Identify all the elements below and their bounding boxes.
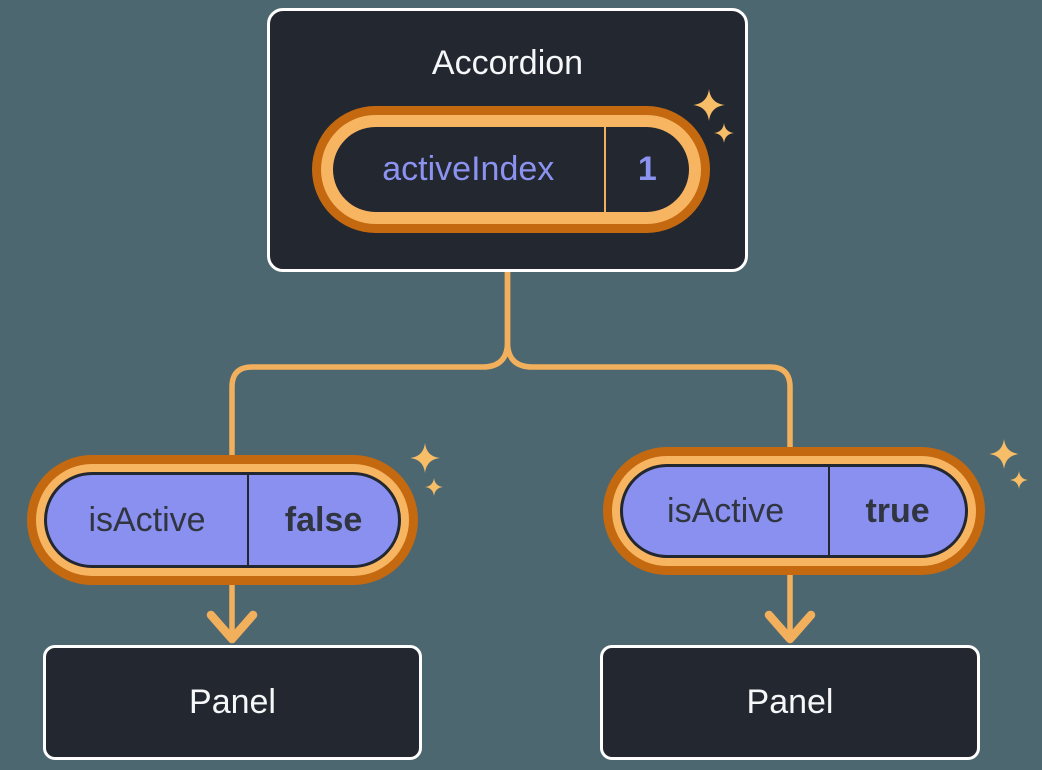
prop-pill-right-ring: isActive true xyxy=(612,456,976,566)
sparkle-icon-large xyxy=(410,443,440,473)
prop-name-label-left: isActive xyxy=(88,500,206,539)
panel-left-label: Panel xyxy=(189,683,276,721)
panel-right: Panel xyxy=(600,645,980,760)
state-value-label: 1 xyxy=(603,127,689,212)
arrow-down-left-icon xyxy=(206,610,258,644)
panel-left: Panel xyxy=(43,645,422,760)
sparkle-icon-small xyxy=(1010,471,1028,489)
sparkle-icon-small xyxy=(425,478,443,496)
prop-value-label-left: false xyxy=(247,475,398,565)
accordion-title: Accordion xyxy=(431,44,584,82)
accordion-card: Accordion activeIndex 1 xyxy=(267,8,748,272)
prop-pill-right-body: isActive true xyxy=(620,464,968,558)
prop-value-label-right: true xyxy=(828,467,965,555)
state-name-label: activeIndex xyxy=(382,150,555,188)
connector-line-right xyxy=(504,269,793,636)
prop-pill-left: isActive false xyxy=(27,455,418,585)
state-pill: activeIndex 1 xyxy=(312,106,710,233)
prop-name-label-right: isActive xyxy=(667,491,785,530)
sparkle-icon-large xyxy=(693,89,725,121)
state-pill-ring: activeIndex 1 xyxy=(321,115,701,224)
panel-right-label: Panel xyxy=(746,683,834,721)
sparkle-icon-small xyxy=(714,123,734,143)
state-pill-body: activeIndex 1 xyxy=(333,127,689,212)
prop-pill-right: isActive true xyxy=(603,447,985,575)
prop-pill-left-ring: isActive false xyxy=(36,464,409,576)
sparkle-icon-large xyxy=(989,439,1019,469)
arrow-down-right-icon xyxy=(764,610,816,644)
prop-pill-left-body: isActive false xyxy=(44,472,401,568)
